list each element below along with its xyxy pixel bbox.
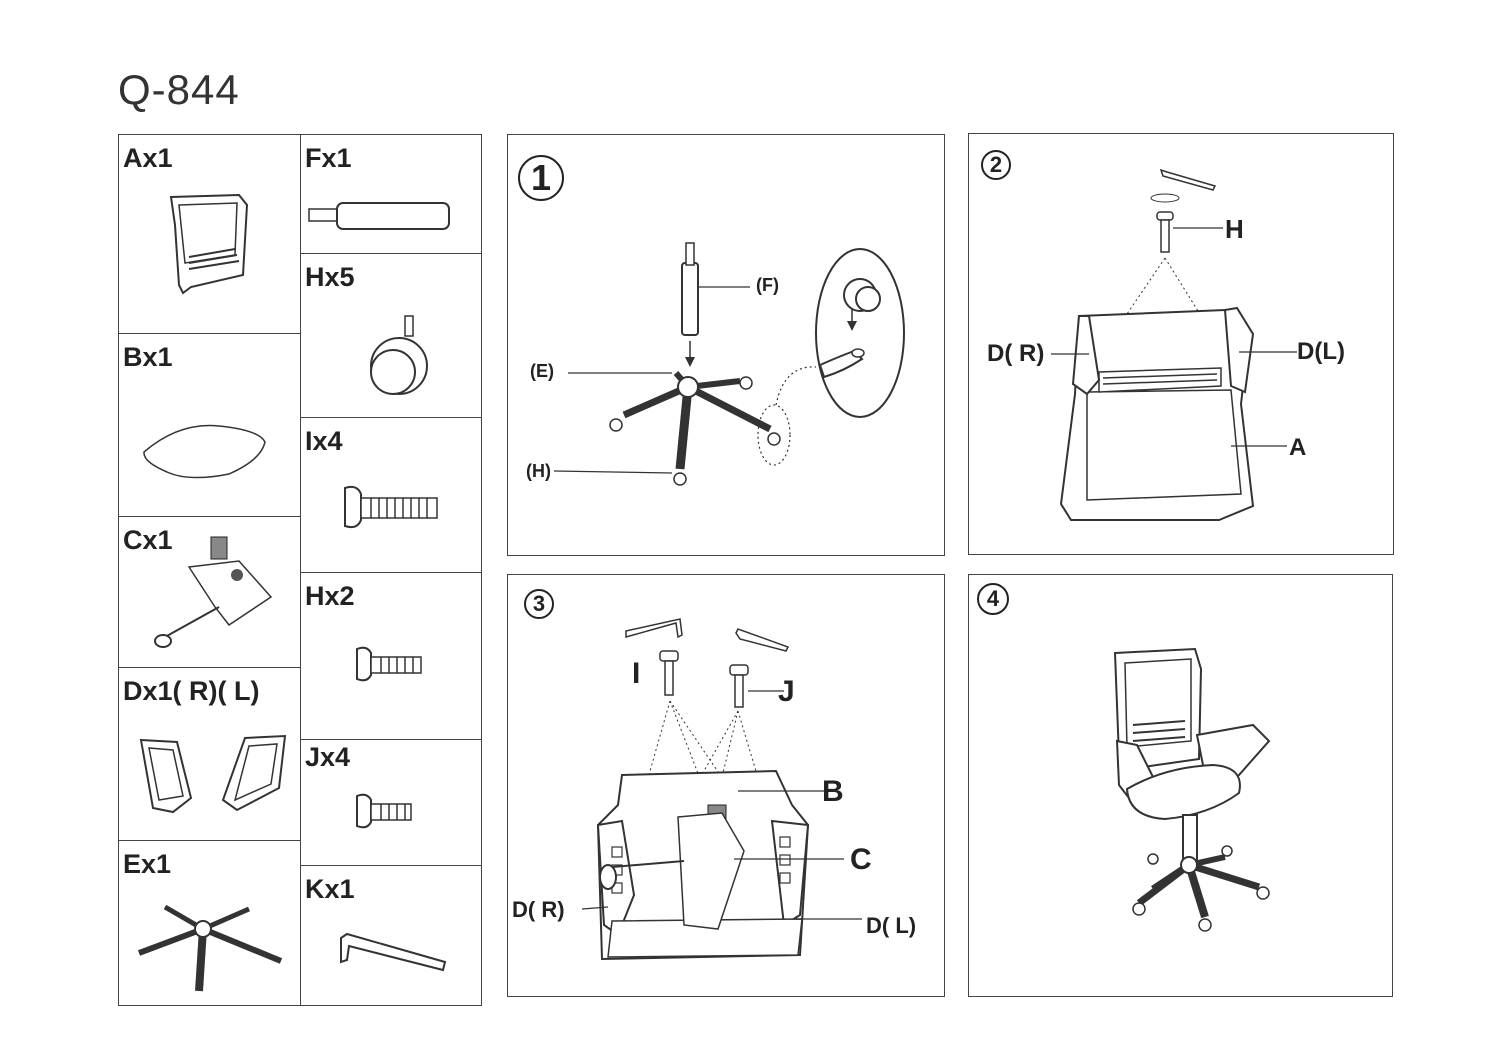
part-f-label: Fx1	[305, 143, 352, 173]
step-1-callout-e: (E)	[530, 361, 554, 381]
step-3-callout-dr: D( R)	[512, 897, 565, 922]
part-h2-label: Hx2	[305, 581, 355, 611]
step-3-number: 3	[524, 589, 554, 619]
step-4-panel: 4	[968, 574, 1393, 997]
part-b-label: Bx1	[123, 342, 173, 372]
step-1-number: 1	[518, 155, 564, 201]
part-k-label: Kx1	[305, 874, 355, 904]
armrests-icon	[139, 734, 287, 814]
step-3-callout-i: I	[632, 657, 641, 690]
part-c-label: Cx1	[123, 525, 173, 555]
step-2-panel: 2 H D( R) D(L) A	[968, 133, 1394, 555]
step-3-callout-b: B	[822, 775, 844, 808]
part-e-label: Ex1	[123, 849, 172, 879]
part-a-label: Ax1	[123, 143, 173, 173]
part-b-cell: Bx1	[118, 333, 301, 517]
part-h2-cell: Hx2	[300, 572, 482, 740]
part-a-cell: Ax1	[118, 134, 301, 334]
step-3-callout-c: C	[850, 843, 872, 876]
part-k-cell: Kx1	[300, 865, 482, 1006]
long-bolt-icon	[344, 485, 438, 529]
caster-wheel-icon	[370, 315, 428, 395]
seat-mechanism-icon	[154, 536, 273, 648]
part-j-label: Jx4	[305, 742, 351, 772]
gas-lift-icon	[308, 202, 450, 230]
step-2-callout-h: H	[1225, 214, 1244, 244]
part-d-cell: Dx1( R)( L)	[118, 667, 301, 841]
step-3-panel: 3 I J B C D(	[507, 574, 945, 997]
part-h5-cell: Hx5	[300, 253, 482, 418]
part-e-cell: Ex1	[118, 840, 301, 1006]
step-2-callout-dr: D( R)	[987, 340, 1045, 367]
part-i-cell: Ix4	[300, 417, 482, 573]
step-2-callout-a: A	[1289, 434, 1307, 461]
step-1-callout-h: (H)	[526, 461, 551, 481]
step-1-panel: 1 (F) (E) (H)	[507, 134, 945, 556]
part-i-label: Ix4	[305, 426, 343, 456]
part-j-cell: Jx4	[300, 739, 482, 866]
step-2-callout-dl: D(L)	[1297, 338, 1345, 365]
step-2-number: 2	[981, 150, 1011, 180]
part-c-cell: Cx1	[118, 516, 301, 668]
part-h5-label: Hx5	[305, 262, 355, 292]
step-3-callout-dl: D( L)	[866, 913, 917, 938]
step-3-illustration	[581, 618, 862, 961]
part-d-label: Dx1( R)( L)	[123, 676, 260, 706]
chair-base-icon	[137, 904, 283, 992]
step-1-callout-f: (F)	[756, 275, 779, 295]
step-4-number: 4	[977, 583, 1009, 615]
seat-cushion-icon	[143, 424, 266, 479]
part-f-cell: Fx1	[300, 134, 482, 254]
backrest-icon	[169, 193, 249, 295]
step-1-illustration	[553, 242, 905, 486]
medium-bolt-icon	[356, 646, 422, 682]
step-3-callout-j: J	[778, 675, 795, 708]
assembled-chair-illustration	[1113, 647, 1271, 932]
allen-key-icon	[340, 932, 447, 972]
step-2-illustration	[1051, 168, 1297, 521]
short-bolt-icon	[356, 793, 412, 829]
page-title: Q-844	[118, 66, 240, 113]
